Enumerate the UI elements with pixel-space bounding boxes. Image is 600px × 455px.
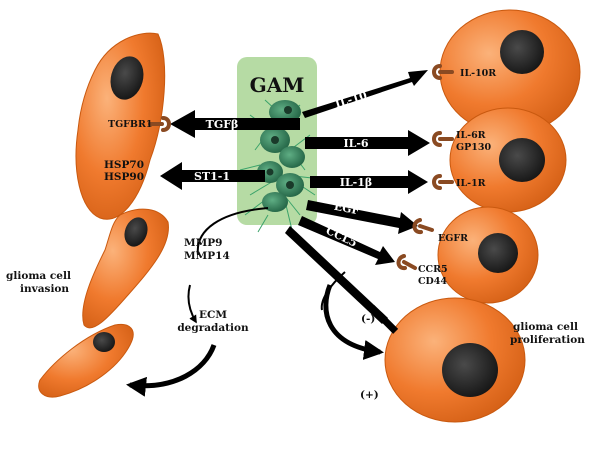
label-minus: (-)	[361, 313, 375, 325]
arrow-il1b	[310, 170, 428, 194]
label-il10r: IL-10R	[460, 68, 496, 79]
label-prolif-line1: glioma cell	[513, 321, 578, 333]
arrow-egf	[306, 200, 418, 234]
nucleus	[110, 56, 144, 100]
right-cell-top	[439, 9, 581, 135]
label-invasion-line2: invasion	[20, 283, 69, 295]
label-degradation: degradation	[177, 322, 249, 334]
nucleus	[500, 30, 544, 74]
arrow-il6	[305, 130, 430, 156]
label-mmp14: MMP14	[184, 250, 230, 262]
label-st11: ST1-1	[194, 170, 230, 183]
nucleus	[124, 217, 148, 247]
label-il6r: IL-6R	[456, 130, 486, 141]
label-ccr5: CCR5	[418, 264, 448, 275]
left-cell-top	[75, 32, 166, 220]
nucleus	[499, 138, 545, 182]
label-il10: IL-10	[333, 89, 368, 111]
label-hsp70: HSP70	[104, 159, 144, 171]
arrow-st11	[160, 162, 265, 190]
left-cell-middle	[82, 208, 169, 329]
gam-title: GAM	[250, 73, 305, 97]
nucleus	[442, 343, 498, 397]
arrow-ecm-to-invasion	[126, 344, 217, 397]
label-gp130: GP130	[456, 142, 491, 153]
arrow-mmp-to-ecm	[187, 207, 269, 322]
right-cell-3	[437, 206, 539, 304]
label-mmp9: MMP9	[184, 237, 222, 249]
arrow-ccl5	[298, 216, 395, 265]
label-prolif-line2: proliferation	[510, 334, 585, 346]
label-plus: (+)	[360, 389, 379, 401]
label-egfr: EGFR	[438, 233, 468, 244]
inhibit-spp1	[285, 226, 399, 334]
nucleus	[93, 332, 115, 352]
label-ecm: ECM	[199, 309, 227, 321]
label-cd44: CD44	[418, 276, 447, 287]
arrow-spp1-loop	[320, 271, 346, 311]
label-il1r: IL-1R	[456, 178, 486, 189]
label-tgfb: TGFβ	[206, 118, 239, 131]
label-egf: EGF	[333, 200, 361, 218]
right-cell-proliferation	[384, 297, 526, 423]
label-invasion-line1: glioma cell	[6, 270, 71, 282]
left-cell-bottom	[38, 323, 134, 398]
nucleus	[478, 233, 518, 273]
arrow-il10	[302, 70, 428, 118]
label-il6: IL-6	[343, 137, 368, 150]
microglia-cells	[257, 100, 305, 212]
label-hsp90: HSP90	[104, 171, 144, 183]
receptor-icons	[148, 64, 454, 270]
right-cell-2	[449, 107, 567, 213]
label-il1b: IL-1β	[340, 176, 372, 189]
label-tgfbr1: TGFBR1	[108, 119, 152, 130]
arrow-tgfb	[170, 110, 300, 138]
